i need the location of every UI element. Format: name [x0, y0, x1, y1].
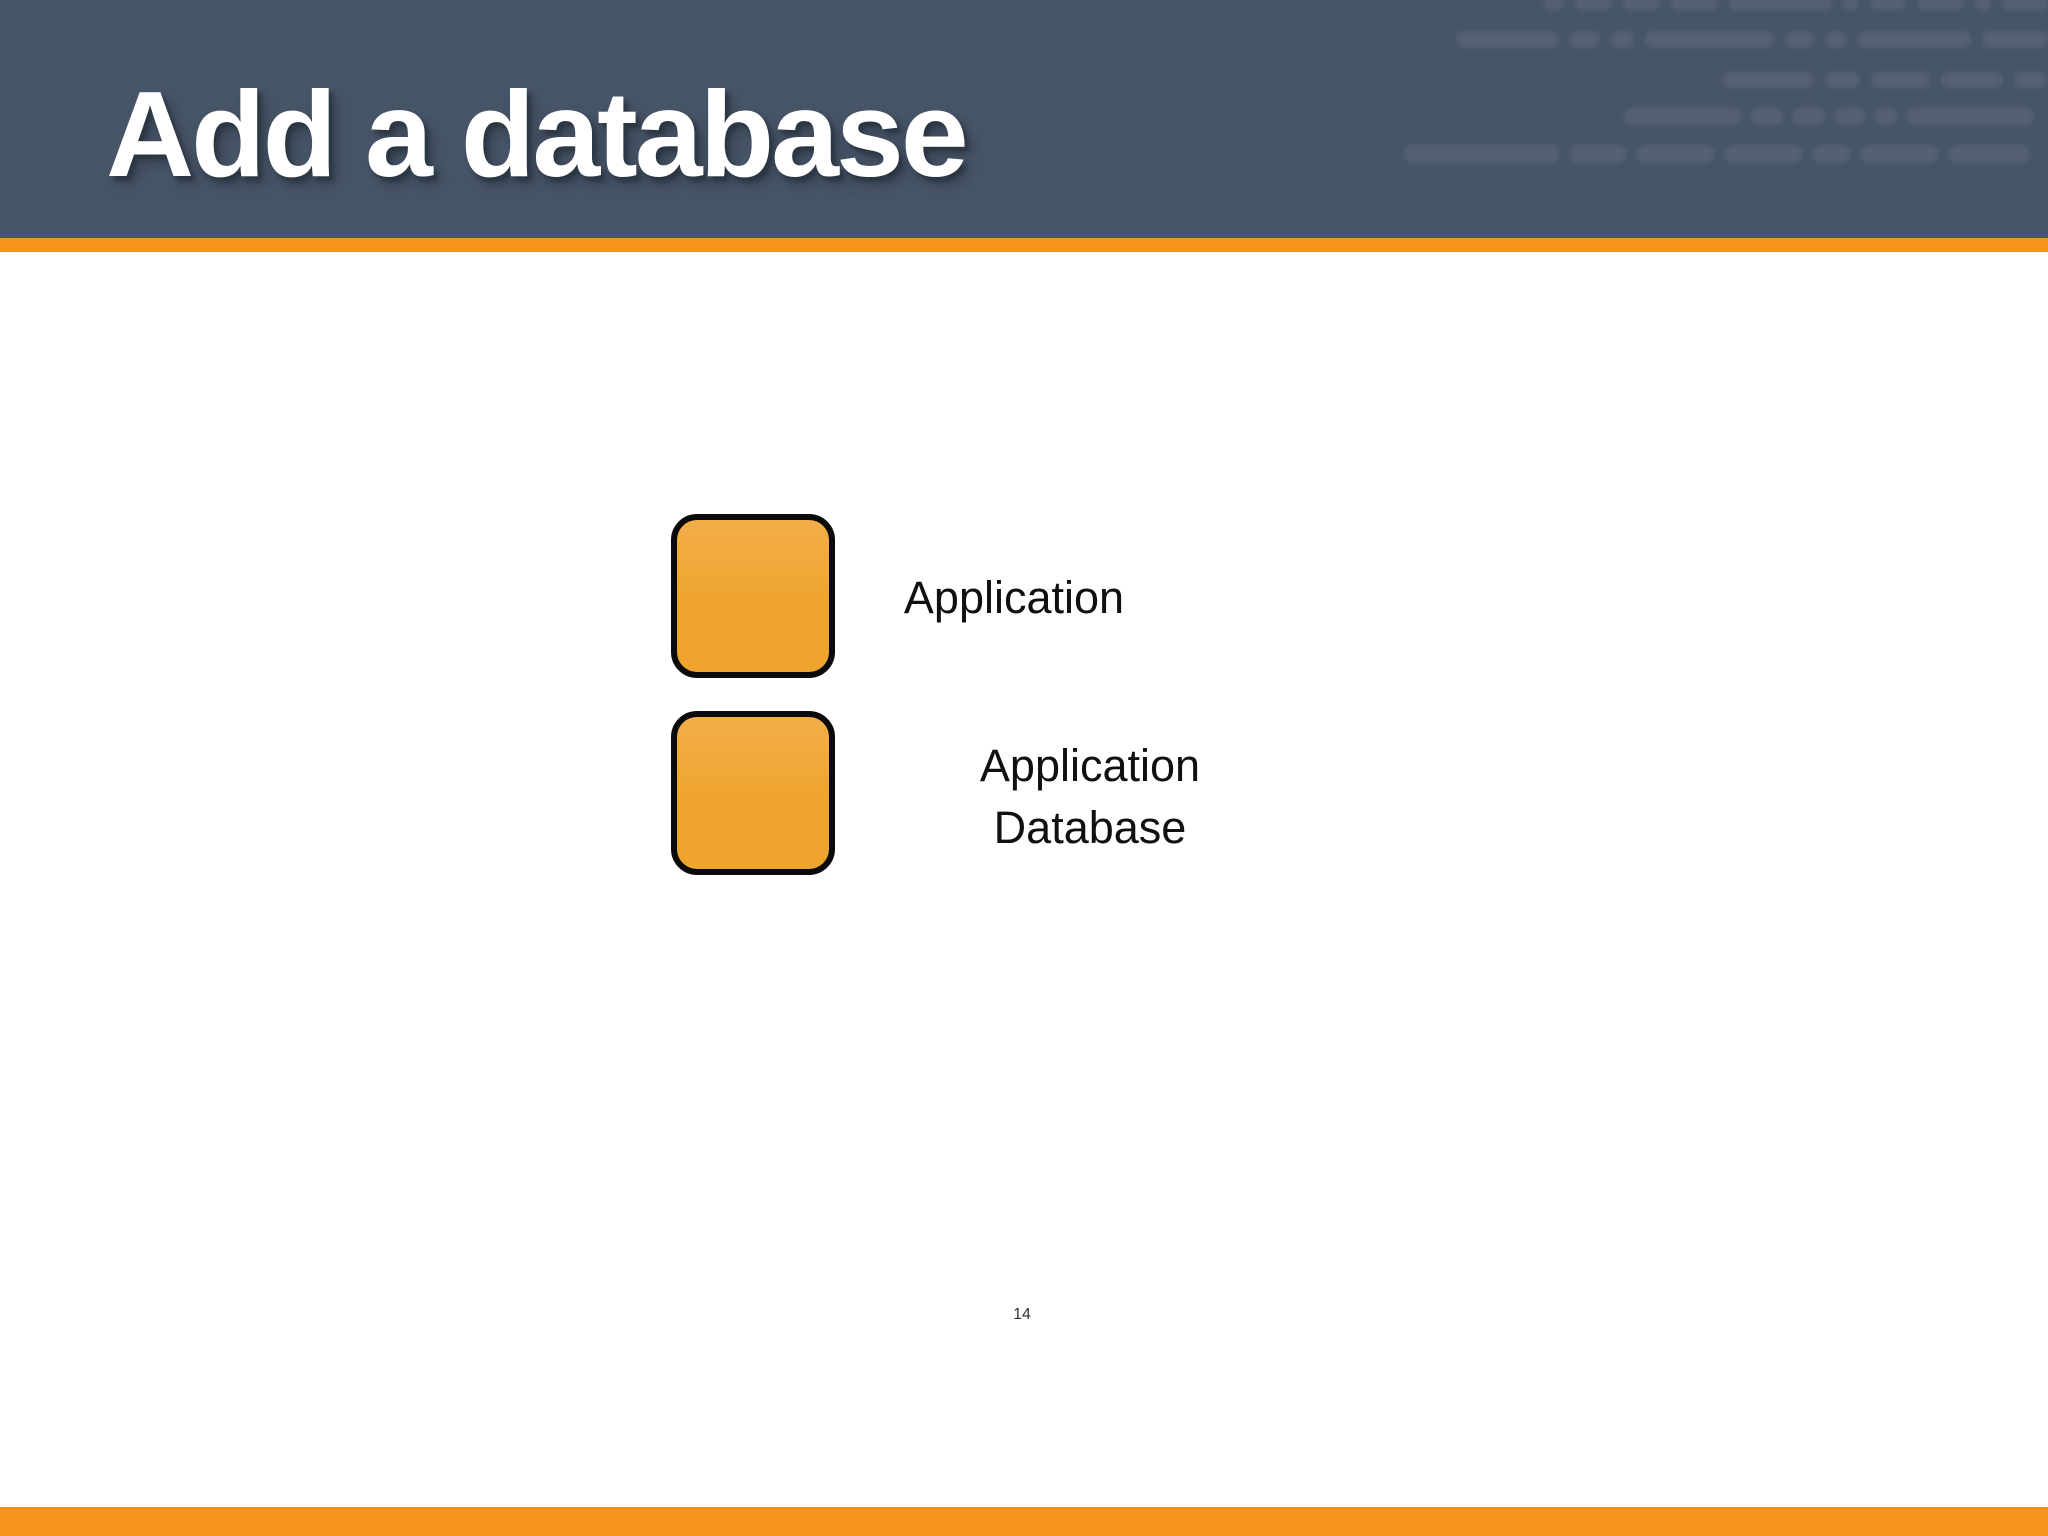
ghost-text-segment — [1982, 31, 2048, 48]
header-accent-line — [0, 238, 2048, 252]
ghost-text-segment — [1645, 31, 1774, 48]
ghost-text-segment — [1751, 108, 1783, 125]
ghost-text-segment — [1813, 145, 1850, 163]
ghost-text-segment — [1870, 0, 1906, 10]
ghost-text-segment — [1792, 108, 1825, 125]
ghost-text-segment — [1871, 72, 1930, 88]
slide-header: Add a database — [0, 0, 2048, 238]
ghost-text-segment — [1785, 31, 1814, 48]
ghost-text-segment — [2014, 72, 2048, 88]
ghost-text-segment — [1834, 108, 1865, 125]
ghost-text-segment — [1906, 108, 2034, 125]
ghost-text-row — [1544, 0, 2048, 10]
ghost-text-segment — [1623, 0, 1660, 10]
slide-title: Add a database — [106, 66, 969, 202]
application-database-box — [671, 711, 835, 875]
application-database-label: Application Database — [890, 735, 1290, 859]
ghost-text-segment — [1624, 108, 1742, 125]
ghost-text-segment — [1637, 145, 1714, 163]
application-database-label-line2: Database — [993, 802, 1187, 853]
ghost-text-segment — [1611, 31, 1634, 48]
ghost-text-segment — [1917, 0, 1964, 10]
ghost-text-segment — [1570, 145, 1626, 163]
application-database-label-line1: Application — [979, 740, 1201, 791]
ghost-text-segment — [1975, 0, 1991, 10]
ghost-text-segment — [1825, 72, 1860, 88]
ghost-text-segment — [1570, 31, 1600, 48]
ghost-text-segment — [1858, 31, 1971, 48]
ghost-text-segment — [1843, 0, 1859, 10]
application-box — [671, 514, 835, 678]
ghost-text-segment — [1544, 0, 1564, 10]
page-number: 14 — [1013, 1306, 1031, 1323]
ghost-text-row — [1456, 31, 2048, 48]
ghost-text-segment — [1949, 145, 2029, 163]
ghost-text-segment — [1725, 145, 1802, 163]
ghost-text-row — [1404, 145, 2029, 163]
ghost-text-segment — [1861, 145, 1938, 163]
ghost-text-segment — [1722, 72, 1814, 88]
footer-accent-bar — [0, 1507, 2048, 1536]
ghost-text-segment — [1575, 0, 1612, 10]
application-label: Application — [903, 572, 1125, 623]
ghost-text-row — [1722, 72, 2048, 88]
ghost-text-row — [1624, 108, 2034, 125]
ghost-text-segment — [1874, 108, 1897, 125]
ghost-text-segment — [1456, 31, 1559, 48]
ghost-text-segment — [1729, 0, 1832, 10]
ghost-text-segment — [1941, 72, 2003, 88]
ghost-text-rows — [0, 0, 2048, 238]
ghost-text-segment — [1825, 31, 1847, 48]
ghost-text-segment — [1404, 145, 1559, 163]
ghost-text-segment — [2002, 0, 2048, 10]
ghost-text-segment — [1671, 0, 1718, 10]
